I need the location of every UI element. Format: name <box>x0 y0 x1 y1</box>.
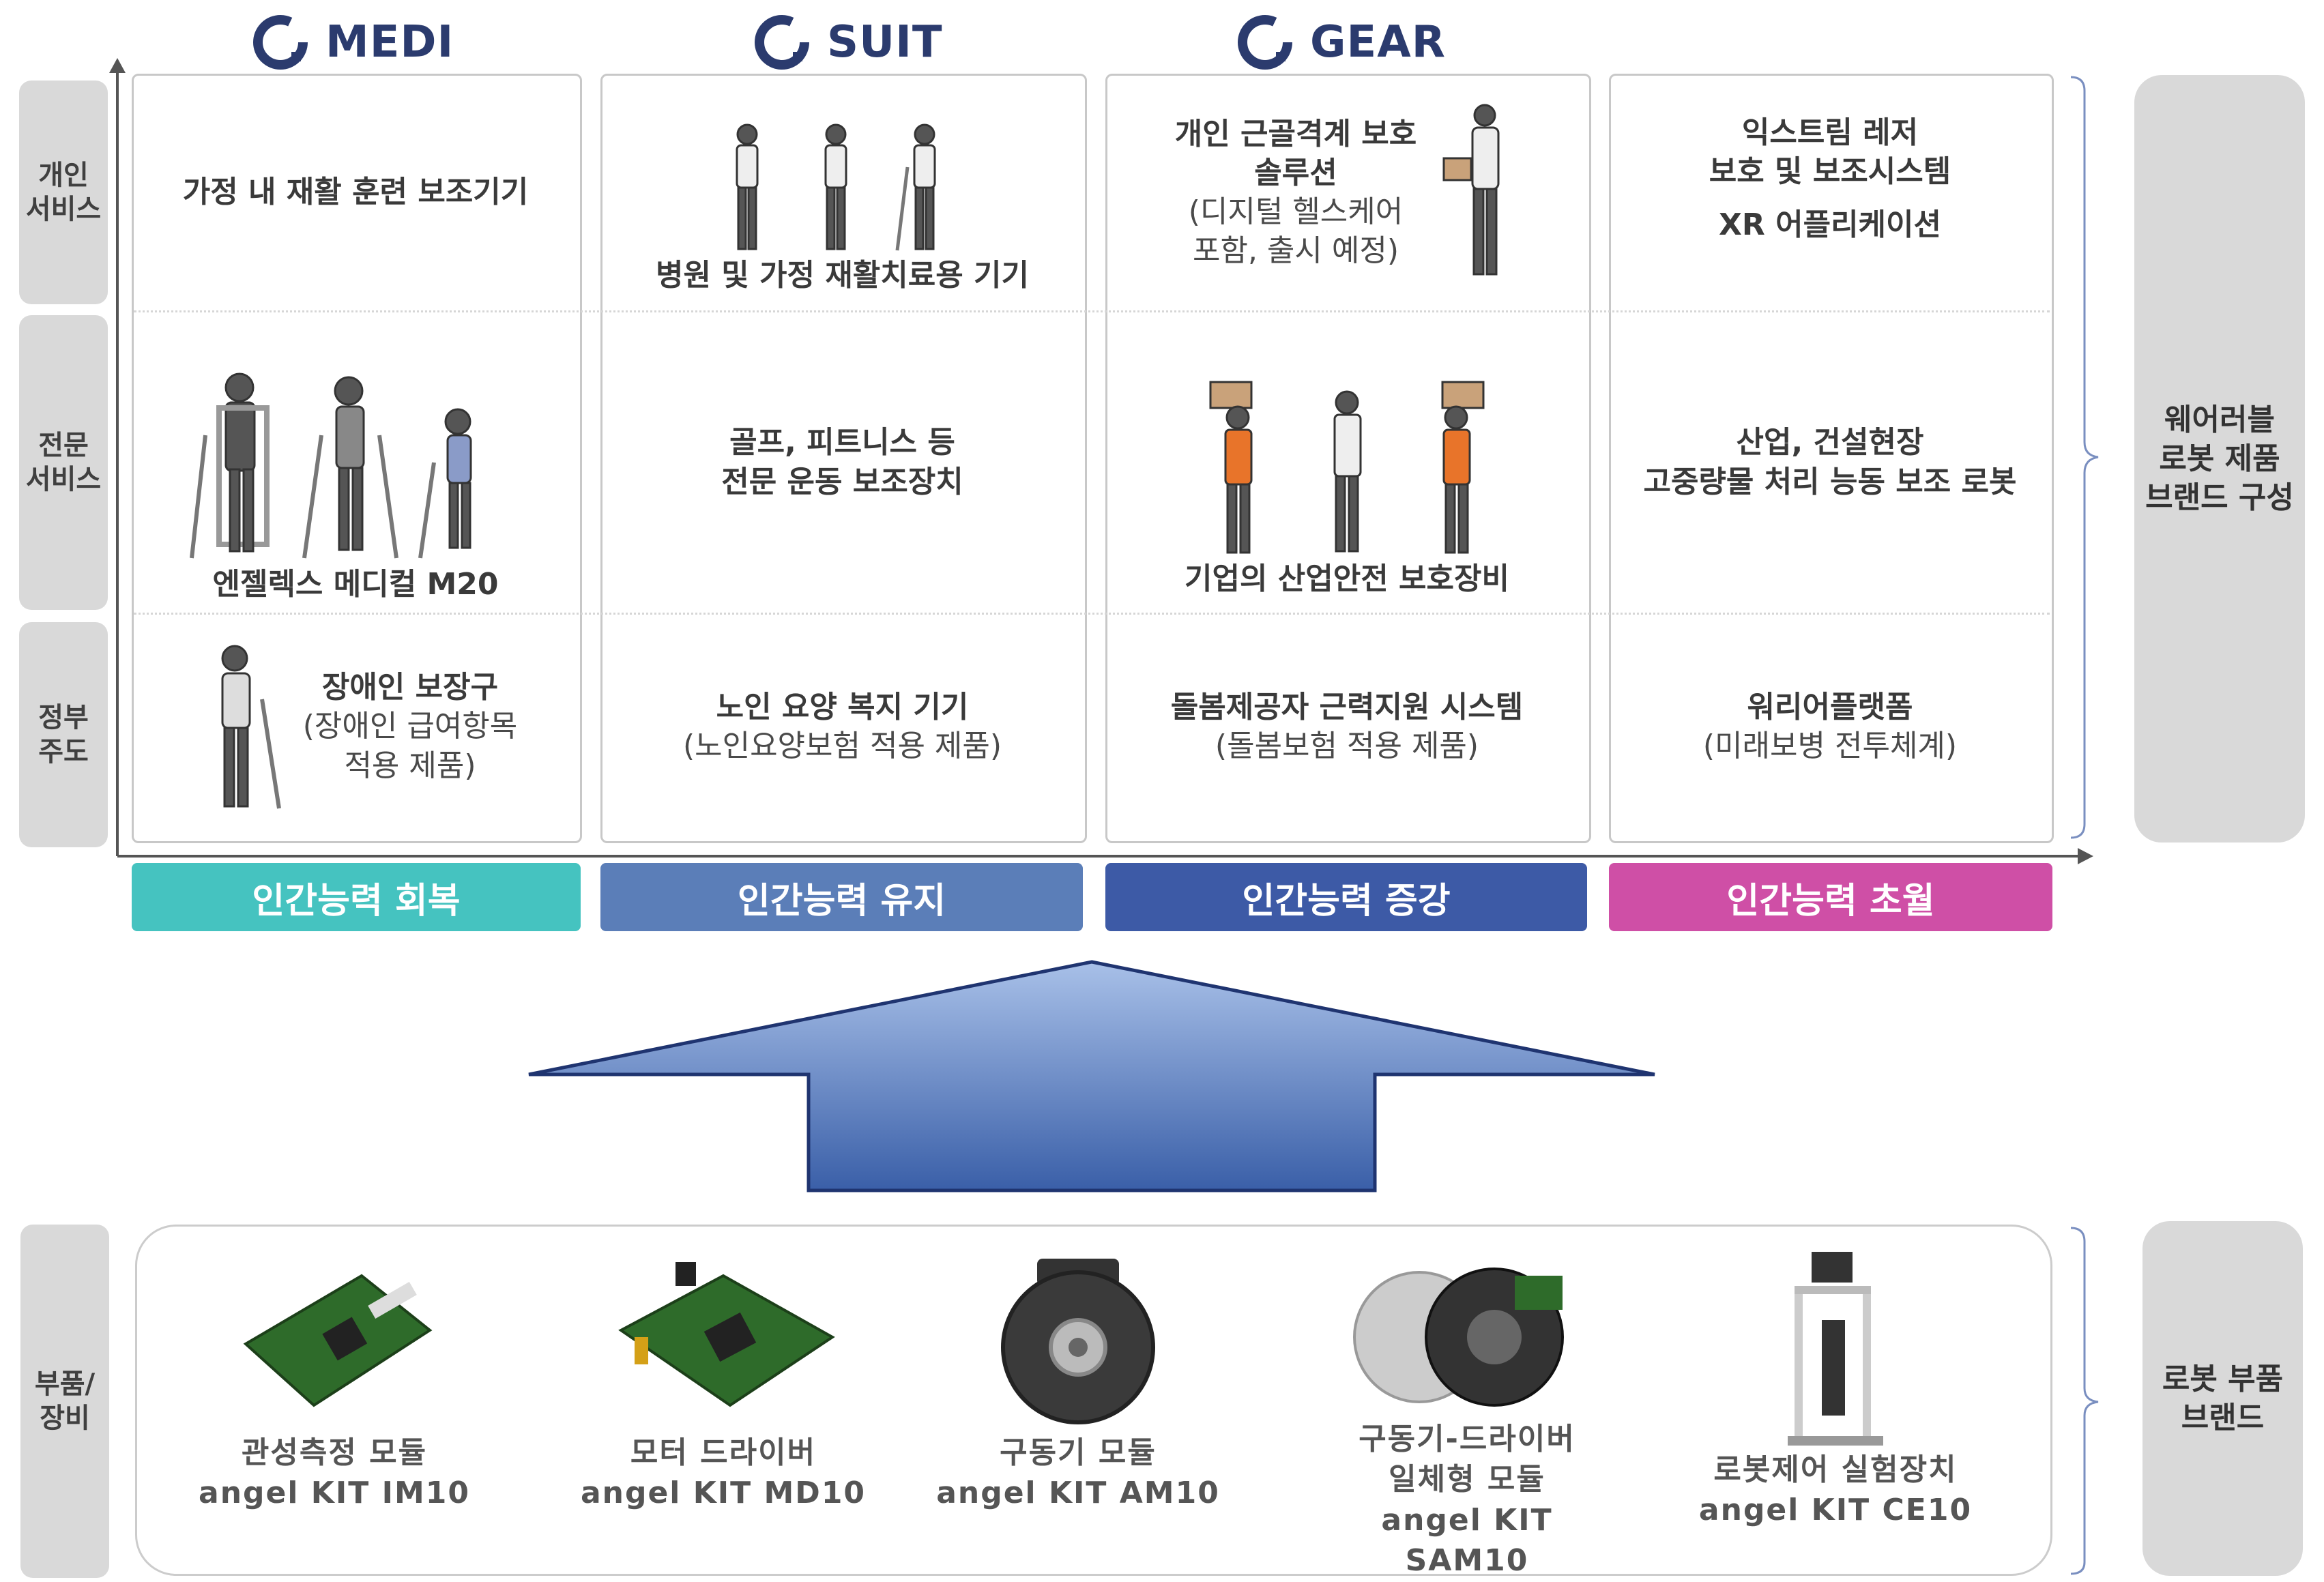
bracket-bottom <box>2070 1227 2099 1575</box>
motor-driver-image <box>618 1262 835 1407</box>
cell-suit-personal: 병원 및 가정 재활치료용 기기 <box>602 76 1082 308</box>
axes <box>109 58 2093 864</box>
cell-transcend-personal: 익스트림 레저 보호 및 보조시스템 XR 어플리케이션 <box>1709 115 1951 242</box>
cell-transcend-government: 워리어플랫폼 (미래보병 전투체계) <box>1702 689 1958 763</box>
brand-gear: GEAR <box>1234 8 1446 76</box>
integrated-actuator-image <box>1353 1268 1564 1407</box>
parts-panel <box>135 1225 2052 1576</box>
exoskeleton-logo-icon <box>253 15 308 70</box>
part-am10: 구동기 모듈 angel KIT AM10 <box>935 1255 1221 1514</box>
circuit-board-image <box>243 1274 433 1407</box>
row-divider <box>134 613 2050 615</box>
brand-medi: MEDI <box>249 8 454 76</box>
control-test-rig-image <box>1788 1252 1883 1446</box>
brand-name: GEAR <box>1310 17 1447 68</box>
cell-suit-professional: 골프, 피트니스 등 전문 운동 보조장치 <box>721 425 963 499</box>
brand-name: MEDI <box>325 17 454 68</box>
part-im10: 관성측정 모듈 angel KIT IM10 <box>191 1255 478 1514</box>
brand-suit: SUIT <box>751 8 943 76</box>
side-parts-brand: 로봇 부품 브랜드 <box>2143 1221 2303 1576</box>
cell-gear-government: 돌봄제공자 근력지원 시스템 (돌봄보험 적용 제품) <box>1170 689 1524 763</box>
part-md10: 모터 드라이버 angel KIT MD10 <box>580 1255 867 1514</box>
caption-restore: 인간능력 회복 <box>132 863 581 931</box>
exoskeleton-logo-icon <box>755 15 809 70</box>
worker-image <box>1442 104 1500 276</box>
row-label-parts: 부품/ 장비 <box>20 1225 109 1578</box>
part-ce10: 로봇제어 실험장치 angel KIT CE10 <box>1692 1245 1979 1531</box>
cell-medi-personal: 가정 내 재활 훈련 보조기기 <box>182 175 529 210</box>
cell-suit-government: 노인 요양 복지 기기 (노인요양보험 적용 제품) <box>682 689 1002 763</box>
column-transcend <box>1609 74 2054 843</box>
caption-transcend: 인간능력 초월 <box>1609 863 2052 931</box>
bracket-top <box>2070 76 2099 839</box>
row-divider <box>134 310 2050 312</box>
cell-transcend-professional: 산업, 건설현장 고중량물 처리 능동 보조 로봇 <box>1643 425 2017 499</box>
part-sam10: 구동기-드라이버 일체형 모듈 angel KIT SAM10 <box>1324 1255 1610 1581</box>
caption-maintain: 인간능력 유지 <box>600 863 1083 931</box>
brand-name: SUIT <box>827 17 943 68</box>
cell-medi-government: 장애인 보장구 (장애인 급여항목 적용 제품) <box>134 617 577 836</box>
walking-users-image <box>736 123 935 251</box>
row-label-professional: 전문 서비스 <box>19 315 108 610</box>
row-label-personal: 개인 서비스 <box>19 80 108 304</box>
exoskeleton-users-image <box>190 372 472 559</box>
cell-medi-professional: 엔젤렉스 메디컬 M20 <box>134 314 577 611</box>
up-arrow <box>528 960 1655 1192</box>
cell-gear-personal: 개인 근골격계 보호 솔루션 (디지털 헬스케어 포함, 출시 예정) <box>1107 76 1586 308</box>
exoskeleton-logo-icon <box>1238 15 1292 70</box>
exoskeleton-user-image <box>221 645 281 809</box>
cell-gear-professional: 기업의 산업안전 보호장비 <box>1107 314 1586 611</box>
row-label-government: 정부 주도 <box>19 622 108 847</box>
actuator-module-image <box>1001 1259 1155 1424</box>
side-product-brand: 웨어러블 로봇 제품 브랜드 구성 <box>2134 75 2305 843</box>
caption-augment: 인간능력 증강 <box>1105 863 1587 931</box>
industrial-workers-image <box>1209 381 1485 554</box>
